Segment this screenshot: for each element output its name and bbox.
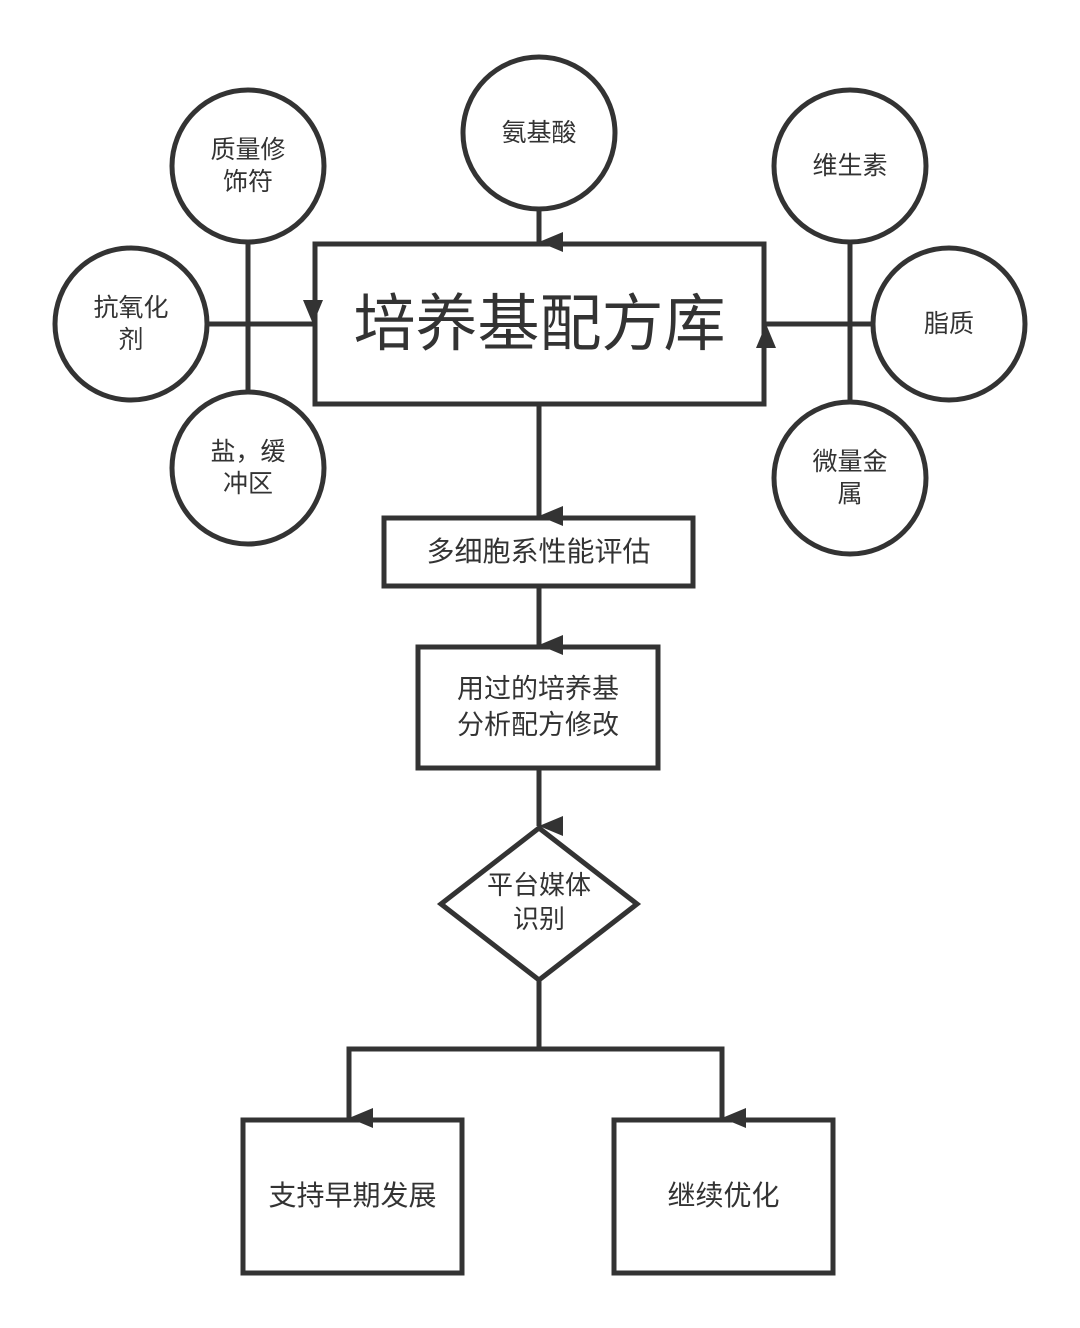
node-media-library-label: 培养基配方库	[353, 286, 726, 360]
node-quality-modifier-label: 质量修 饰符	[210, 134, 286, 197]
connector-decision-to-optimize	[539, 1046, 746, 1128]
node-multi-cell-eval-label: 多细胞系性能评估	[426, 534, 651, 568]
connector-decision-to-early-dev	[346, 980, 542, 1128]
node-antioxidant-label: 抗氧化 剂	[93, 292, 169, 355]
node-trace-metal-label: 微量金 属	[812, 446, 888, 509]
node-vitamin-label: 维生素	[812, 150, 888, 180]
node-continue-optimize-label: 继续优化	[667, 1179, 780, 1213]
node-lipid-label: 脂质	[923, 308, 974, 338]
node-spent-media-analysis-label: 用过的培养基 分析配方修改	[457, 674, 619, 741]
node-salt-buffer-label: 盐，缓 冲区	[210, 436, 286, 499]
node-support-early-dev-label: 支持早期发展	[268, 1179, 437, 1213]
node-amino-acid-label: 氨基酸	[501, 117, 577, 147]
node-decision-label: 平台媒体 识别	[486, 871, 591, 935]
